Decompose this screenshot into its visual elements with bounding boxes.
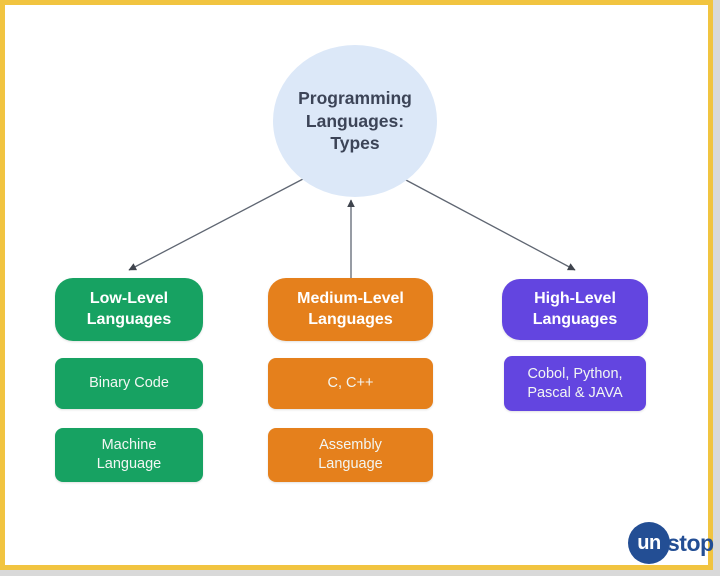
node-c-cpp-label: C, C++: [327, 375, 374, 392]
connector-root-to-low: [128, 178, 304, 271]
unstop-logo-circle-icon: un: [628, 522, 670, 564]
node-low-level-header-label: Low-Level Languages: [86, 289, 172, 328]
node-high-level-header-label: High-Level Languages: [532, 289, 618, 328]
connector-root-to-high: [403, 178, 576, 271]
node-medium-level-header: Medium-Level Languages: [268, 278, 433, 341]
root-node-programming-languages: Programming Languages: Types: [273, 45, 437, 197]
node-machine-language: Machine Language: [55, 428, 203, 482]
node-medium-level-header-label: Medium-Level Languages: [297, 289, 404, 328]
node-assembly-language: Assembly Language: [268, 428, 433, 482]
unstop-logo-wordmark: stop: [667, 529, 714, 556]
node-c-cpp: C, C++: [268, 358, 433, 409]
node-binary-code: Binary Code: [55, 358, 203, 409]
node-low-level-header: Low-Level Languages: [55, 278, 203, 341]
node-cobol-python-pascal-java-label: Cobol, Python, Pascal & JAVA: [527, 365, 623, 401]
node-cobol-python-pascal-java: Cobol, Python, Pascal & JAVA: [504, 356, 646, 411]
node-binary-code-label: Binary Code: [89, 375, 169, 392]
node-high-level-header: High-Level Languages: [502, 279, 648, 340]
node-assembly-language-label: Assembly Language: [318, 437, 383, 472]
root-node-label: Programming Languages: Types: [298, 87, 412, 154]
unstop-logo: un stop: [628, 522, 714, 564]
node-machine-language-label: Machine Language: [96, 437, 162, 472]
